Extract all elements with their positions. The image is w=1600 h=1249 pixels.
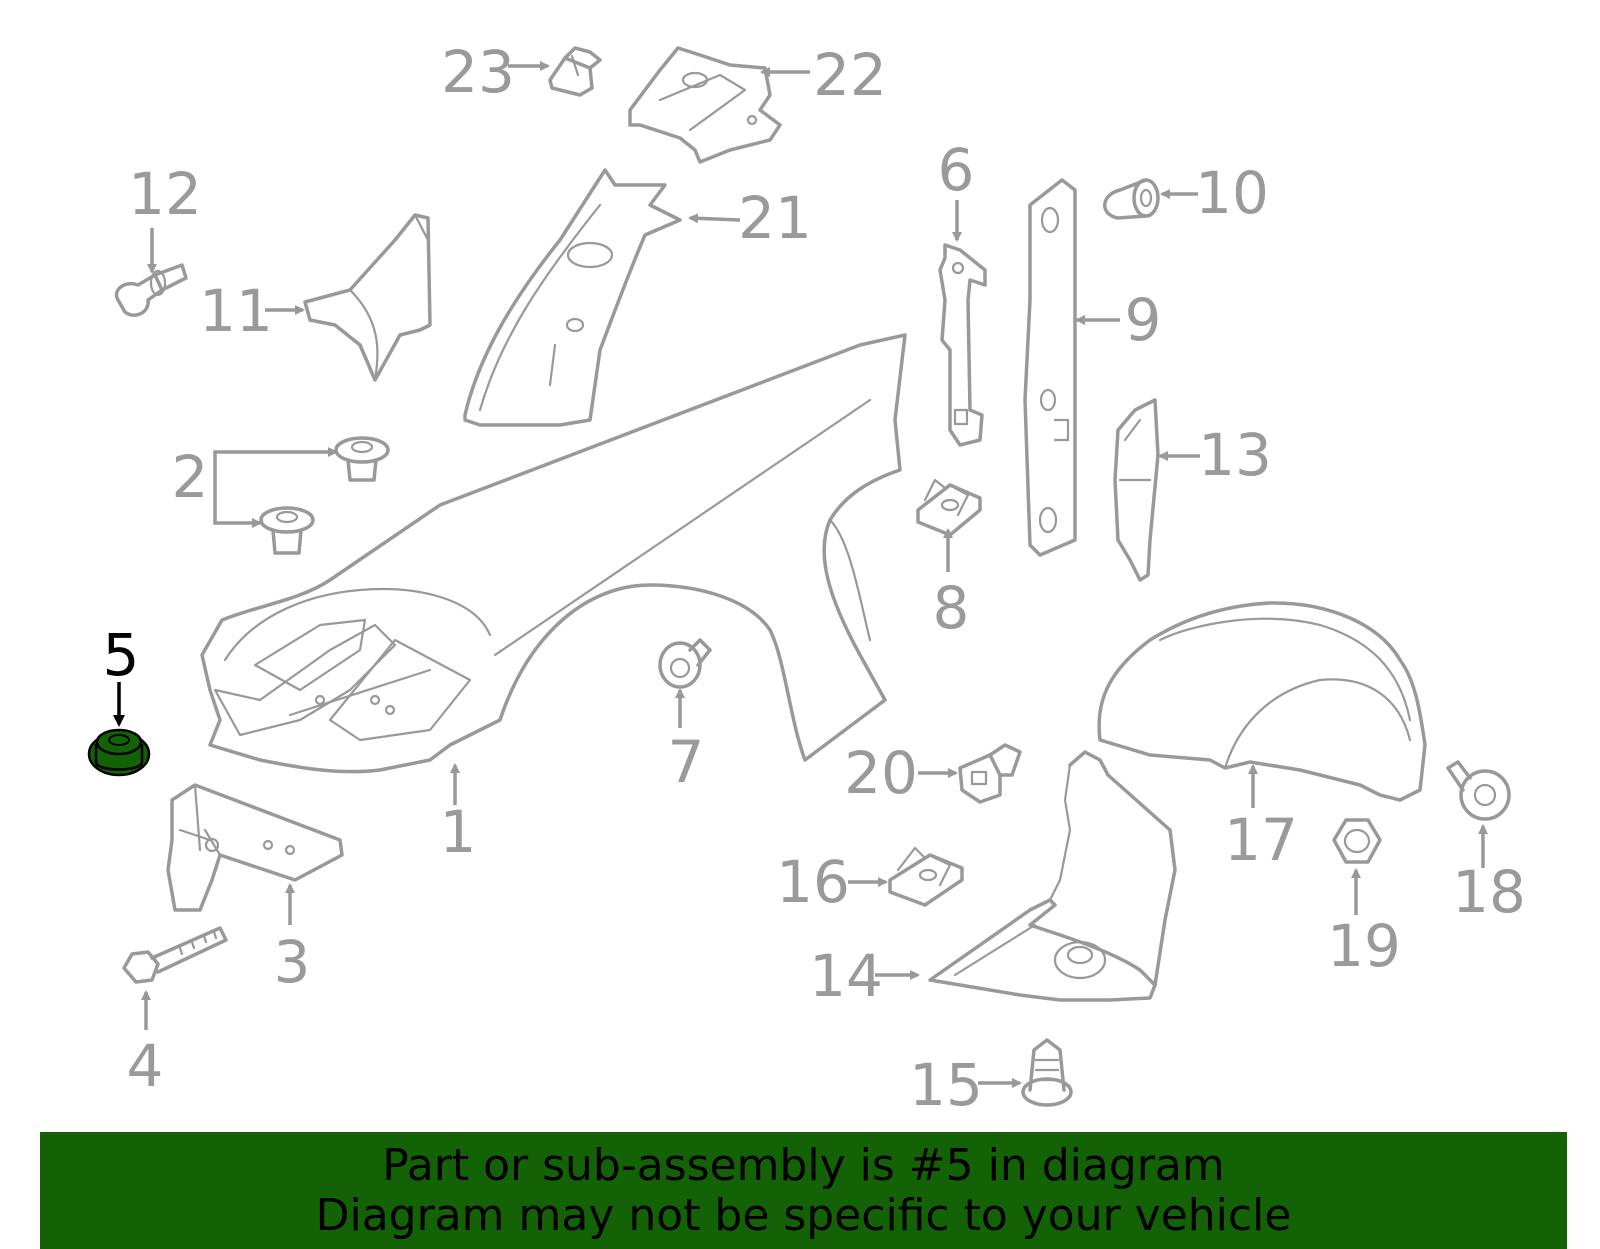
part-13-trim[interactable] xyxy=(1113,398,1160,582)
callout-21[interactable]: 21 xyxy=(738,184,812,252)
callout-1[interactable]: 1 xyxy=(440,798,477,866)
callout-14[interactable]: 14 xyxy=(809,942,883,1010)
part-7-clip[interactable] xyxy=(658,638,712,689)
callout-2[interactable]: 2 xyxy=(172,443,209,511)
callout-23[interactable]: 23 xyxy=(441,38,515,106)
part-15-screw[interactable] xyxy=(1021,1038,1073,1107)
part-12-pin[interactable] xyxy=(114,263,188,317)
callout-6[interactable]: 6 xyxy=(938,136,975,204)
callout-8[interactable]: 8 xyxy=(933,574,970,642)
part-10-grommet[interactable] xyxy=(1103,178,1160,220)
part-1-fender[interactable] xyxy=(200,333,907,774)
part-17-wheel-liner[interactable] xyxy=(1097,601,1427,802)
callout-9[interactable]: 9 xyxy=(1125,286,1162,354)
part-19-nut[interactable] xyxy=(1332,818,1382,864)
callout-15[interactable]: 15 xyxy=(909,1051,983,1119)
callout-11[interactable]: 11 xyxy=(199,277,273,345)
callout-10[interactable]: 10 xyxy=(1195,159,1269,227)
part-21-pillar-trim[interactable] xyxy=(463,168,682,427)
part-8-clip-nut[interactable] xyxy=(916,478,982,537)
callout-5-highlighted[interactable]: 5 xyxy=(103,621,140,689)
part-2-clips[interactable] xyxy=(259,436,390,555)
part-23-clip[interactable] xyxy=(548,46,602,97)
part-18-pin[interactable] xyxy=(1446,760,1511,821)
callout-labels: 1 2 3 4 5 6 7 8 9 10 11 12 13 14 15 16 1… xyxy=(103,38,1526,1119)
banner-line-2: Diagram may not be specific to your vehi… xyxy=(315,1190,1292,1241)
part-14-splash-shield[interactable] xyxy=(928,750,1177,1002)
part-4-bolt[interactable] xyxy=(122,926,228,984)
leader-lines xyxy=(113,61,1488,1088)
callout-17[interactable]: 17 xyxy=(1224,806,1298,874)
callout-13[interactable]: 13 xyxy=(1198,421,1272,489)
part-5-nut-highlighted[interactable] xyxy=(87,728,151,777)
part-16-clip-nut[interactable] xyxy=(888,846,964,907)
callout-22[interactable]: 22 xyxy=(813,41,887,109)
callout-16[interactable]: 16 xyxy=(776,848,850,916)
callout-18[interactable]: 18 xyxy=(1452,858,1526,926)
callout-20[interactable]: 20 xyxy=(844,739,918,807)
callout-4[interactable]: 4 xyxy=(127,1032,164,1100)
callout-19[interactable]: 19 xyxy=(1327,912,1401,980)
info-banner: Part or sub-assembly is #5 in diagram Di… xyxy=(40,1132,1567,1249)
part-20-clip[interactable] xyxy=(958,743,1022,804)
part-6-bracket[interactable] xyxy=(938,243,987,447)
part-11-cover[interactable] xyxy=(303,213,432,382)
callout-12[interactable]: 12 xyxy=(128,160,202,228)
part-9-bracket[interactable] xyxy=(1023,178,1077,557)
part-3-bracket[interactable] xyxy=(166,783,344,912)
part-22-bracket[interactable] xyxy=(628,46,782,164)
callout-3[interactable]: 3 xyxy=(274,928,311,996)
callout-7[interactable]: 7 xyxy=(668,728,705,796)
banner-line-1: Part or sub-assembly is #5 in diagram xyxy=(382,1140,1225,1191)
